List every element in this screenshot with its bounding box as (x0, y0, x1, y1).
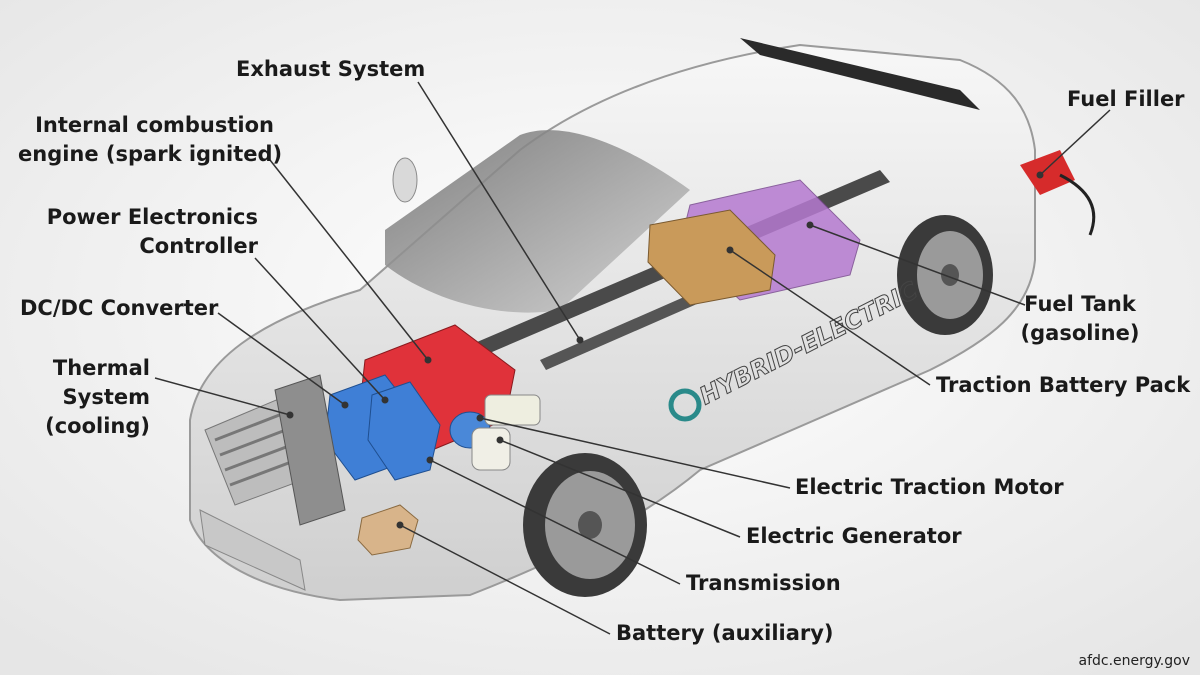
label-traction-battery-pack: Traction Battery Pack (936, 371, 1190, 400)
leader-traction-motor (479, 417, 791, 489)
label-text: engine (spark ignited) (18, 142, 283, 166)
leader-lines (154, 81, 1111, 635)
label-text: System (62, 385, 150, 409)
leader-exhaust (417, 81, 581, 341)
label-text: (gasoline) (1020, 321, 1140, 345)
leader-generator (499, 439, 741, 538)
label-electric-generator: Electric Generator (746, 522, 962, 551)
decal-logo (668, 388, 702, 422)
source-credit[interactable]: afdc.energy.gov (1078, 653, 1190, 669)
windshield (385, 130, 690, 313)
leader-transmission (429, 459, 681, 585)
electric-generator (471, 427, 511, 471)
front-wheel (523, 453, 647, 597)
exhaust-pipe (540, 290, 706, 370)
label-battery-auxiliary: Battery (auxiliary) (616, 619, 834, 648)
label-text: Exhaust System (236, 57, 426, 81)
label-text: Thermal (52, 356, 150, 380)
label-exhaust-system: Exhaust System (236, 55, 425, 84)
label-text: Traction Battery Pack (936, 373, 1191, 397)
label-text: DC/DC Converter (20, 296, 219, 320)
label-dcdc-converter: DC/DC Converter (20, 294, 218, 323)
label-power-electronics-controller: Power Electronics Controller (30, 203, 258, 261)
label-text: Controller (139, 234, 258, 258)
leader-fuel-filler (1039, 109, 1111, 176)
label-text: Fuel Filler (1067, 87, 1185, 111)
leader-pec (254, 257, 386, 401)
leader-traction-battery (729, 249, 931, 386)
roof-strip (740, 38, 980, 110)
leader-dcdc (217, 312, 346, 406)
leader-fuel-tank (809, 224, 1026, 306)
label-text: Internal combustion (35, 113, 274, 137)
label-fuel-tank: Fuel Tank (gasoline) (1015, 290, 1145, 348)
label-text: Fuel Tank (1024, 292, 1136, 316)
label-text: Power Electronics (46, 205, 258, 229)
label-text: Transmission (686, 571, 841, 595)
radiator (274, 374, 346, 526)
label-fuel-filler: Fuel Filler (1067, 85, 1185, 114)
label-thermal-system: Thermal System (cooling) (30, 354, 150, 441)
label-text: Electric Traction Motor (795, 475, 1064, 499)
label-transmission: Transmission (686, 569, 841, 598)
label-text: Battery (auxiliary) (616, 621, 834, 645)
side-mirror (392, 157, 418, 203)
dcdc-converter (367, 381, 441, 481)
leader-aux-battery (399, 524, 611, 635)
label-combustion-engine: Internal combustion engine (spark ignite… (18, 111, 283, 169)
auxiliary-battery (357, 504, 419, 556)
label-text: (cooling) (45, 414, 150, 438)
leader-thermal (154, 377, 291, 416)
leader-dots (286, 171, 1044, 529)
traction-battery-pack (647, 209, 776, 306)
leader-engine (269, 159, 429, 361)
label-text: Electric Generator (746, 524, 962, 548)
label-electric-traction-motor: Electric Traction Motor (795, 473, 1064, 502)
fuel-nozzle (1020, 150, 1096, 236)
